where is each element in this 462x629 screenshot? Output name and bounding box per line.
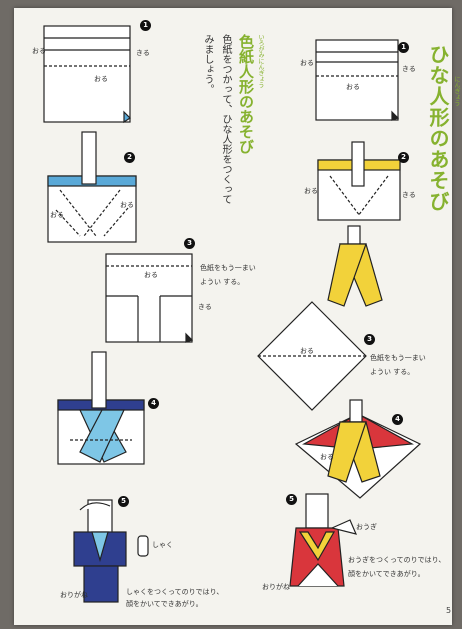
right-s1-kiru: きる: [402, 64, 416, 74]
left-step-number-3: 3: [184, 238, 195, 249]
left-step3-paper: [106, 254, 192, 342]
right-s1-oru2: おる: [300, 58, 314, 68]
right-s1-oru: おる: [346, 82, 360, 92]
right-s2-kiru: きる: [402, 190, 416, 200]
right-s4-oru: おる: [320, 452, 334, 462]
right-s3-note-1: 色紙をもう一まい: [370, 352, 426, 364]
left-s1-oru2: おる: [32, 46, 46, 56]
left-s5-note-1: しゃくをつくってのりではり、: [126, 586, 223, 598]
right-step3-diamond: [258, 302, 366, 410]
left-step-number-1: 1: [140, 20, 151, 31]
right-step3-yellow-kimono: [328, 226, 382, 306]
right-step-number-3: 3: [364, 334, 375, 345]
right-step-number-1: 1: [398, 42, 409, 53]
right-step-number-2: 2: [398, 152, 409, 163]
right-s2-oru: おる: [304, 186, 318, 196]
left-s1-oru: おる: [94, 74, 108, 84]
right-s3-oru: おる: [300, 346, 314, 356]
right-step-number-5: 5: [286, 494, 297, 505]
left-s3-oru: おる: [144, 270, 158, 280]
left-s2-oru-b: おる: [120, 200, 134, 210]
left-s3-kiru: きる: [198, 302, 212, 312]
right-step-number-4: 4: [392, 414, 403, 425]
page-number: 5: [446, 606, 451, 615]
left-step2-paper: [48, 132, 136, 242]
right-s5-origane: おりがね: [262, 582, 290, 592]
left-step4-doll: [58, 352, 144, 464]
right-s5-note-1: おうぎをつくってのりではり、: [348, 554, 445, 566]
left-s1-kiru: きる: [136, 48, 150, 58]
left-s2-oru-a: おる: [50, 210, 64, 220]
right-step5-doll: [290, 494, 356, 586]
right-s3-note-2: ようい する。: [370, 366, 414, 378]
left-step-number-4: 4: [148, 398, 159, 409]
left-s3-note-1: 色紙をもう一まい: [200, 262, 256, 274]
left-step-number-5: 5: [118, 496, 129, 507]
left-step1-paper: [44, 26, 130, 122]
right-step1-paper: [316, 40, 398, 120]
left-s5-shaku: しゃく: [152, 540, 173, 550]
left-s3-note-2: ようい する。: [200, 276, 244, 288]
left-s5-origane: おりがね: [60, 590, 88, 600]
left-s5-note-2: 顔をかいてできあがり。: [126, 598, 203, 610]
right-s5-note-2: 顔をかいてできあがり。: [348, 568, 425, 580]
right-s5-ougi: おうぎ: [356, 522, 377, 532]
right-step2-paper: [318, 142, 400, 220]
left-step-number-2: 2: [124, 152, 135, 163]
